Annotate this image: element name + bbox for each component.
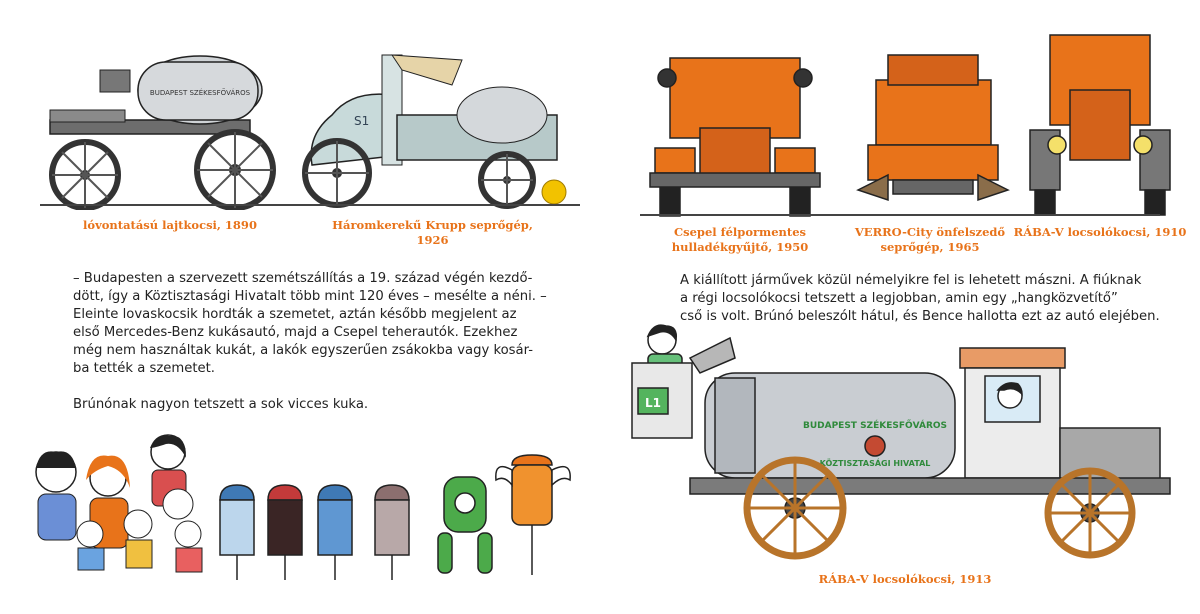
svg-text:BUDAPEST SZÉKESFŐVÁROS: BUDAPEST SZÉKESFŐVÁROS (150, 88, 251, 97)
raba-1913-truck-illustration: L1 BUDAPEST SZÉKESFŐVÁROS KÖZTISZTASÁGI … (631, 324, 1171, 560)
caption-lajtkocsi: lóvontatású lajtkocsi, 1890 (83, 218, 257, 232)
text-line: A kiállított járművek közül némelyikre f… (680, 273, 1142, 288)
tank-text-line1: BUDAPEST SZÉKESFŐVÁROS (803, 419, 947, 431)
text-line: dött, így a Köztisztasági Hivatalt több … (73, 289, 547, 304)
caption-csepel-line1: Csepel félpormentes (673, 225, 807, 239)
text-line: a régi locsolókocsi tetszett a legjobban… (680, 291, 1118, 306)
tank-text-line2: KÖZTISZTASÁGI HIVATAL (820, 457, 931, 468)
right-page: Csepel félpormentes hulladékgyűjtő, 1950… (600, 0, 1200, 614)
caption-csepel-line2: hulladékgyűjtő, 1950 (671, 240, 809, 254)
caption-csepel: Csepel félpormentes hulladékgyűjtő, 1950 (650, 225, 830, 255)
csepel-truck-front-illustration (649, 57, 821, 217)
raba-1910-front-illustration (1029, 34, 1171, 216)
verro-sweeper-illustration (856, 54, 1010, 202)
truck-plate-label: L1 (645, 396, 661, 410)
text-line: még nem használtak kukát, a lakók egysze… (73, 343, 533, 358)
waste-bins-illustration (219, 454, 571, 580)
left-page: BUDAPEST SZÉKESFŐVÁROS S1 lóvontatású la… (35, 54, 580, 580)
ground-line-right (640, 214, 1160, 216)
caption-krupp: Háromkerekű Krupp seprőgép, 1926 (332, 218, 533, 247)
caption-verro: VERRO-City önfelszedő seprőgép, 1965 (840, 225, 1020, 255)
text-line: Brúnónak nagyon tetszett a sok vicces ku… (73, 397, 369, 412)
left-paragraph: – Budapesten a szervezett szemétszállítá… (73, 270, 568, 414)
family-characters-illustration (35, 434, 203, 573)
right-paragraph: A kiállított járművek közül némelyikre f… (680, 272, 1190, 326)
text-line: első Mercedes-Benz kukásautó, majd a Cse… (73, 325, 518, 340)
text-line: – Budapesten a szervezett szemétszállítá… (73, 271, 533, 286)
text-line: ba tették a szemetet. (73, 361, 215, 376)
text-line: Eleinte lovaskocsik hordták a szemetet, … (73, 307, 517, 322)
caption-verro-line2: seprőgép, 1965 (880, 240, 980, 254)
caption-raba-1910: RÁBA-V locsolókocsi, 1910 (1013, 225, 1187, 239)
caption-raba-1913: RÁBA-V locsolókocsi, 1913 (818, 572, 992, 586)
ground-line-left (40, 204, 580, 206)
caption-verro-line1: VERRO-City önfelszedő (854, 225, 1006, 239)
horse-drawn-tank-cart-illustration: BUDAPEST SZÉKESFŐVÁROS (49, 55, 276, 210)
krupp-sweeper-illustration: S1 (302, 54, 567, 209)
krupp-plate-label: S1 (354, 114, 369, 128)
text-line: cső is volt. Brúnó beleszólt hátul, és B… (680, 309, 1160, 324)
